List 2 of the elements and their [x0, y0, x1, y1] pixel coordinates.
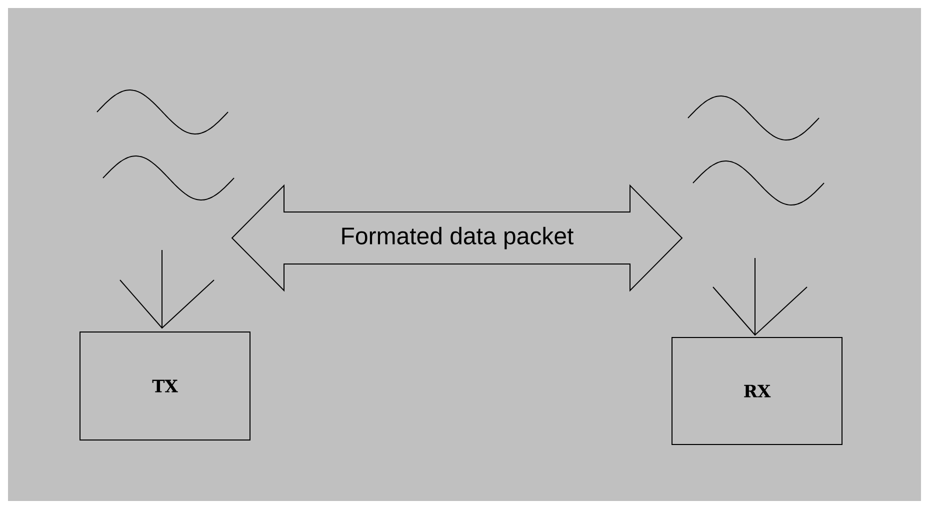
transceiver-box: RX: [672, 337, 842, 445]
transceiver-box: TX: [80, 332, 250, 440]
